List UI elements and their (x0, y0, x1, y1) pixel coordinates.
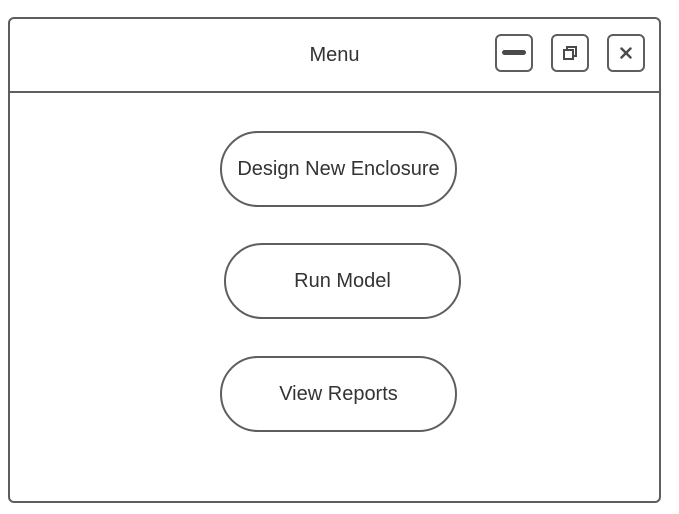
minimize-button[interactable] (495, 34, 533, 72)
design-new-enclosure-button[interactable]: Design New Enclosure (220, 131, 457, 207)
window-title: Menu (309, 44, 360, 66)
close-button[interactable] (607, 34, 645, 72)
restore-button[interactable] (551, 34, 589, 72)
title-bar: Menu (10, 19, 659, 93)
view-reports-button[interactable]: View Reports (220, 356, 457, 432)
restore-icon (562, 45, 578, 61)
run-model-button[interactable]: Run Model (224, 243, 461, 319)
menu-window: Menu Desig (8, 17, 661, 503)
close-icon (620, 47, 632, 59)
minimize-icon (502, 49, 526, 57)
